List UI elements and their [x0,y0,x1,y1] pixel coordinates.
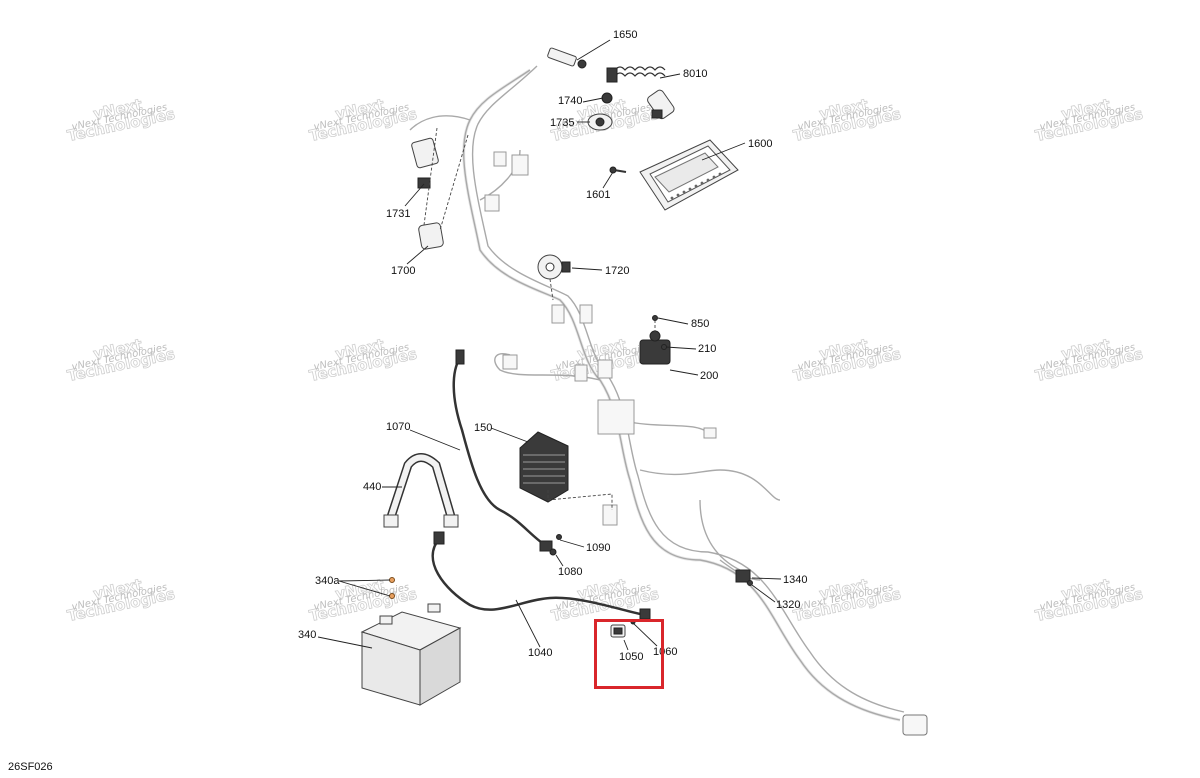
callout-440: 440 [363,481,381,493]
part-440-strap [383,453,459,528]
callout-1080: 1080 [558,566,582,578]
part-1720-gauge [537,254,571,301]
watermark: vNext Technologies vNext Technologies [1033,95,1145,146]
callout-1060: 1060 [653,646,677,658]
callout-1040: 1040 [528,647,552,659]
figure-reference-code: 26SF026 [8,761,53,773]
callout-1340: 1340 [783,574,807,586]
watermark: vNext Technologies vNext Technologies [65,335,177,386]
callout-340a: 340a [315,575,340,587]
callout-1735: 1735 [550,117,574,129]
highlight-box-1050 [594,619,664,689]
part-1650-sensor [547,47,587,69]
callout-210: 210 [698,343,716,355]
callout-1700: 1700 [391,265,415,277]
part-1340-1320-connectors [735,569,753,586]
callout-1720: 1720 [605,265,629,277]
callout-1070: 1070 [386,421,410,433]
callout-1050: 1050 [619,651,643,663]
part-1600-display [639,139,739,211]
part-200-relay [639,315,671,365]
part-1700-1731-connectors [411,127,469,250]
callout-1600: 1600 [748,138,772,150]
callout-1320: 1320 [776,599,800,611]
watermark: vNext Technologies vNext Technologies [791,335,903,386]
main-wiring-harness [409,65,928,736]
part-1040-cable [431,531,651,620]
callout-850: 850 [691,318,709,330]
part-1080-1090-hardware [549,534,562,556]
watermark: vNext Technologies vNext Technologies [307,335,419,386]
callouts: 1650 8010 1740 1735 1600 1601 1731 1700 … [298,29,807,663]
callout-1740: 1740 [558,95,582,107]
callout-340: 340 [298,629,316,641]
watermark: vNext Technologies vNext Technologies [307,95,419,146]
part-1601-screw [609,166,627,174]
watermark: vNext Technologies vNext Technologies [65,575,177,626]
callout-8010: 8010 [683,68,707,80]
callout-1731: 1731 [386,208,410,220]
part-340-battery [360,577,462,706]
watermark: vNext Technologies vNext Technologies [65,95,177,146]
part-1050-bolt [610,624,626,638]
watermark: vNext Technologies vNext Technologies [1033,335,1145,386]
part-8010-coiled-cable [606,66,675,120]
callout-1601: 1601 [586,189,610,201]
leader-lines [317,39,782,651]
callout-1650: 1650 [613,29,637,41]
part-150-regulator [519,431,613,510]
part-1070-cable [452,349,553,552]
callout-1090: 1090 [586,542,610,554]
watermark: vNext Technologies vNext Technologies [1033,575,1145,626]
watermark: vNext Technologies vNext Technologies [791,95,903,146]
callout-150: 150 [474,422,492,434]
callout-200: 200 [700,370,718,382]
